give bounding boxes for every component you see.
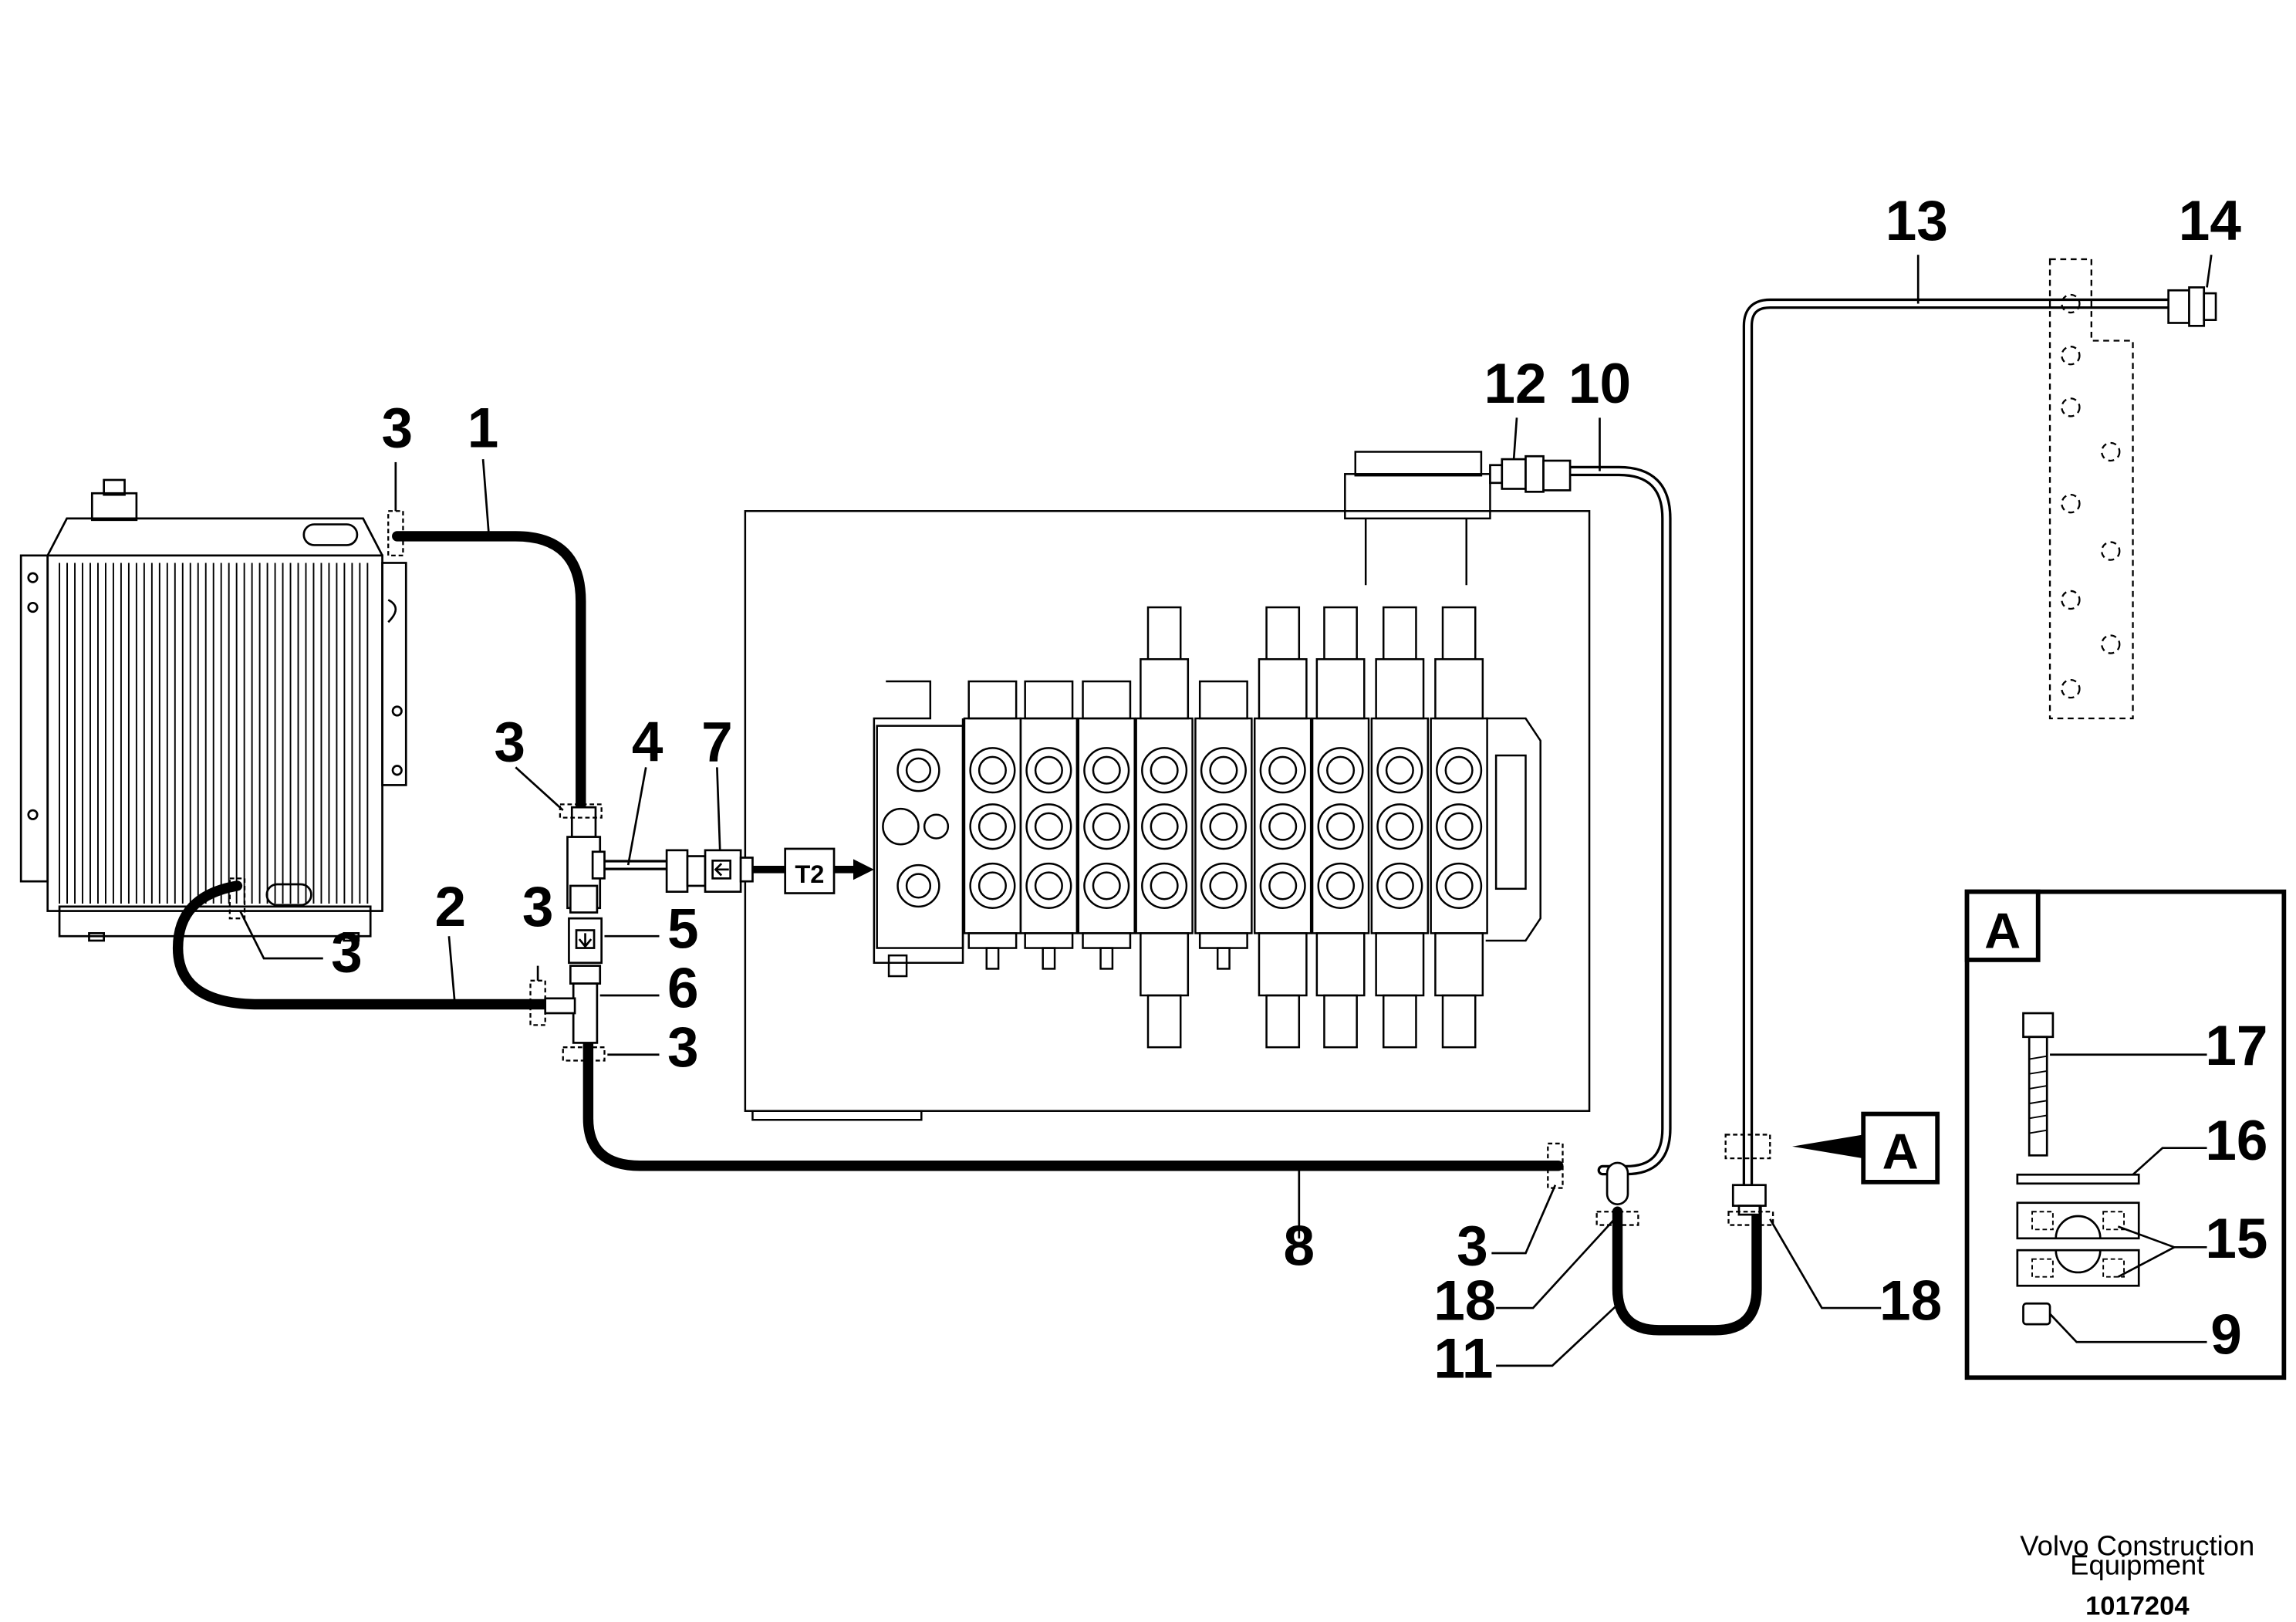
callout-3: 3 (494, 711, 525, 774)
hoses (172, 531, 1762, 1336)
bracket-hole (2061, 590, 2081, 610)
port-t2-label: T2 (795, 860, 824, 888)
valve-section (1077, 680, 1136, 970)
port-t2-box (784, 847, 836, 894)
valve-block (744, 451, 1591, 1121)
clamps (228, 510, 1774, 1226)
valve-section (1370, 606, 1430, 1049)
hose-11 (1612, 1201, 1762, 1336)
detail-a-reference (1792, 1111, 1940, 1184)
callout-3: 3 (522, 876, 554, 938)
callout-3: 3 (667, 1016, 699, 1079)
callout-18: 18 (1879, 1269, 1942, 1332)
detail-a-label: A (1984, 903, 2021, 959)
valve-section (963, 680, 1022, 970)
arrow-to-valve (853, 859, 874, 880)
bracket-hole (2061, 293, 2081, 314)
valve-section (1311, 606, 1370, 1049)
callout-1: 1 (468, 397, 499, 460)
valve-section (1135, 606, 1194, 1049)
leader-lines (239, 254, 2213, 1367)
bracket-hole (2061, 397, 2081, 417)
mounting-bracket (2048, 258, 2134, 720)
bracket-hole (2061, 494, 2081, 514)
callout-9: 9 (2210, 1304, 2242, 1367)
callout-3: 3 (1457, 1215, 1488, 1277)
callout-15: 15 (2205, 1208, 2267, 1270)
callout-4: 4 (632, 711, 663, 774)
valve-section (1430, 606, 1488, 1049)
pipe-10 (1562, 465, 1672, 1176)
callout-17: 17 (2205, 1015, 2267, 1077)
callout-6: 6 (667, 957, 699, 1019)
bracket-hole (2061, 678, 2081, 699)
bracket-hole (2101, 541, 2121, 561)
bracket-hole (2061, 346, 2081, 366)
callout-8: 8 (1284, 1215, 1315, 1277)
callout-16: 16 (2205, 1110, 2267, 1172)
callout-5: 5 (667, 898, 699, 961)
callout-18: 18 (1433, 1269, 1496, 1332)
callout-12: 12 (1484, 353, 1546, 415)
valve-section (1253, 606, 1312, 1049)
callout-3: 3 (381, 397, 413, 460)
detail-a-ref-label: A (1882, 1124, 1919, 1180)
company-name-line1: Volvo Construction (2020, 1530, 2254, 1562)
document-number: 1017204 (2085, 1591, 2190, 1620)
pipe-13 (1742, 298, 2174, 1198)
callout-7: 7 (701, 711, 733, 774)
hose-8 (582, 1039, 1564, 1171)
callout-11: 11 (1433, 1327, 1493, 1390)
pipes (592, 298, 2174, 1198)
callout-2: 2 (435, 876, 467, 938)
bracket-hole (2101, 441, 2121, 462)
valve-section (1194, 680, 1253, 970)
company-name-line2: Equipment (2070, 1549, 2204, 1581)
callout-10: 10 (1568, 353, 1631, 415)
callout-13: 13 (1886, 190, 1948, 252)
oil-cooler (19, 478, 407, 942)
callout-14: 14 (2179, 190, 2242, 252)
valve-section (1019, 680, 1079, 970)
hose-2 (172, 880, 554, 1010)
callout-3: 3 (331, 921, 363, 984)
fittings (544, 286, 2217, 1216)
bracket-hole (2101, 634, 2121, 654)
callouts: 3 1 3 4 7 3 2 3 5 6 3 8 3 18 11 18 12 10… (331, 190, 2267, 1620)
hose-1 (392, 531, 586, 813)
detail-a-inset (1964, 889, 2287, 1380)
